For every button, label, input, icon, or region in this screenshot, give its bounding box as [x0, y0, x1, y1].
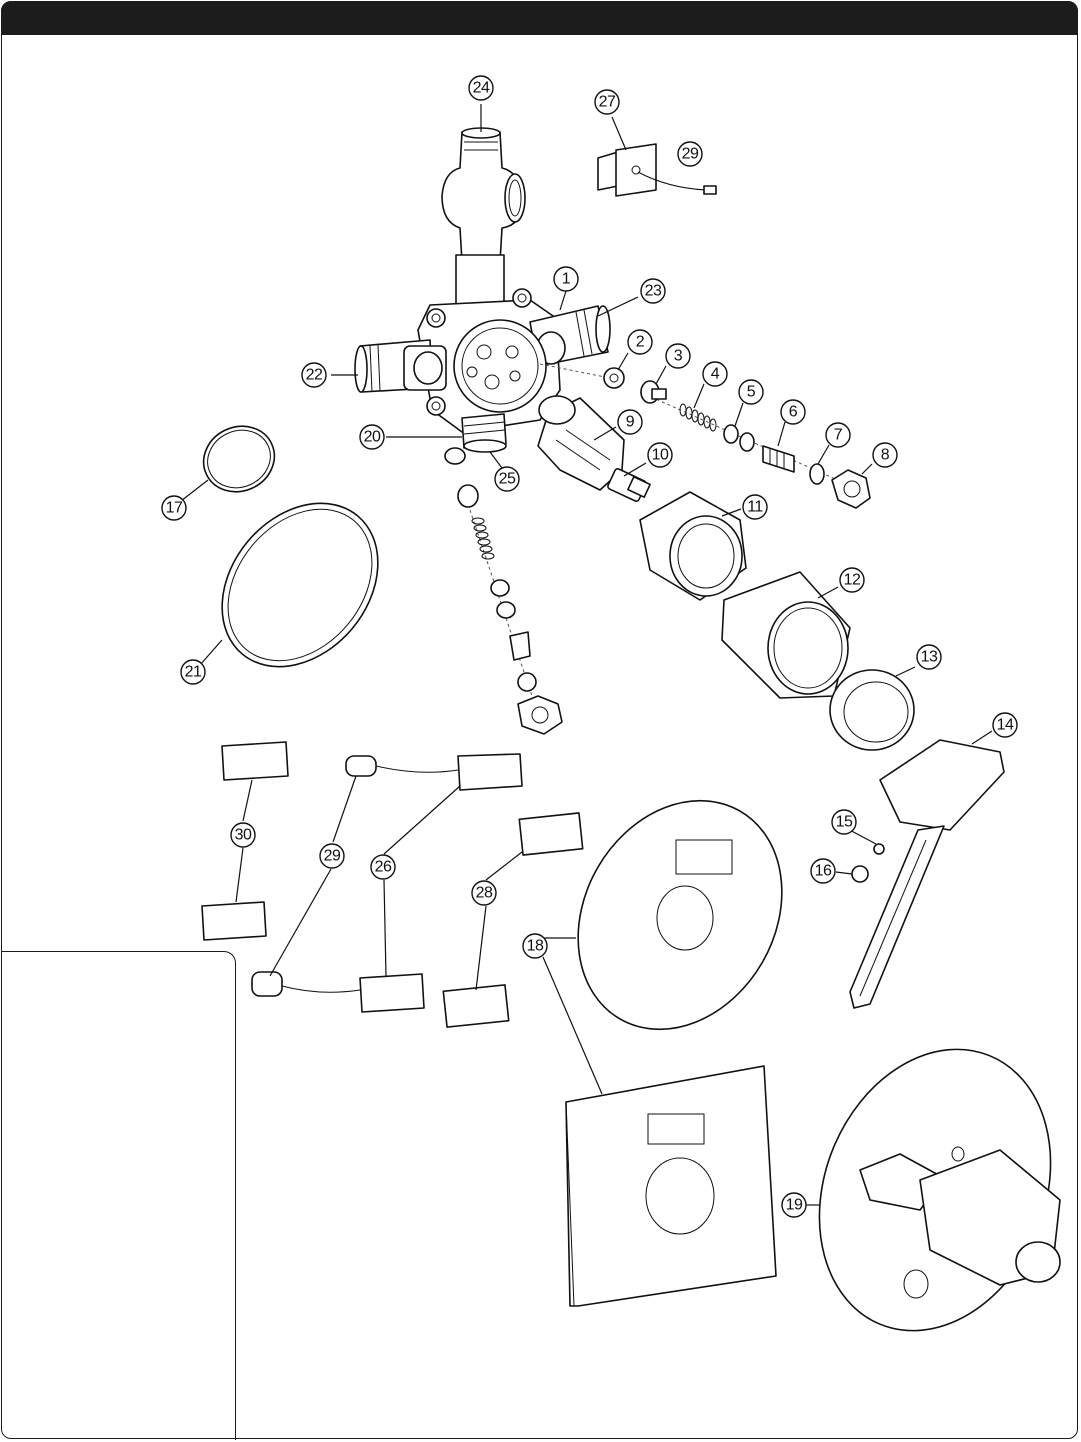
sensor-top [597, 143, 717, 197]
callout-17: 17 [161, 495, 187, 521]
svg-text:7: 7 [834, 427, 843, 444]
callout-9: 9 [617, 409, 643, 435]
callout-11: 11 [742, 494, 768, 520]
callout-21: 21 [180, 659, 206, 685]
callout-19: 19 [781, 1192, 807, 1218]
callout-1: 1 [553, 266, 579, 292]
svg-text:8: 8 [881, 447, 890, 464]
lower-stack [444, 447, 563, 735]
svg-text:12: 12 [844, 572, 861, 589]
callout-16: 16 [810, 858, 836, 884]
svg-text:4: 4 [711, 366, 720, 383]
svg-text:22: 22 [306, 367, 323, 384]
svg-text:21: 21 [185, 664, 202, 681]
cartridge-body [537, 395, 651, 502]
svg-text:26: 26 [375, 859, 392, 876]
svg-text:29: 29 [324, 848, 341, 865]
callout-4: 4 [702, 361, 728, 387]
callout-6: 6 [780, 399, 806, 425]
svg-text:16: 16 [815, 863, 832, 880]
svg-text:30: 30 [235, 827, 252, 844]
callout-13: 13 [916, 644, 942, 670]
svg-text:5: 5 [747, 384, 756, 401]
svg-text:25: 25 [499, 471, 516, 488]
callout-30: 30 [230, 822, 256, 848]
callout-27: 27 [594, 89, 620, 115]
svg-text:13: 13 [921, 649, 938, 666]
callout-5: 5 [738, 379, 764, 405]
svg-text:20: 20 [364, 429, 381, 446]
svg-text:2: 2 [636, 334, 645, 351]
valve-body [354, 127, 611, 453]
o-ring-small [202, 425, 276, 493]
svg-text:6: 6 [789, 404, 798, 421]
callout-14: 14 [992, 712, 1018, 738]
callout-8: 8 [872, 442, 898, 468]
callout-15: 15 [831, 809, 857, 835]
plate-upper [518, 812, 584, 856]
callout-20: 20 [359, 424, 385, 450]
callout-22: 22 [301, 362, 327, 388]
svg-text:28: 28 [476, 885, 493, 902]
svg-text:14: 14 [997, 717, 1014, 734]
callout-3: 3 [665, 343, 691, 369]
leader-lines [180, 104, 993, 1206]
svg-text:1: 1 [562, 271, 571, 288]
svg-text:9: 9 [626, 414, 635, 431]
svg-text:11: 11 [747, 499, 763, 516]
callout-24: 24 [468, 75, 494, 101]
callout-25: 25 [494, 466, 520, 492]
callout-10: 10 [647, 442, 673, 468]
callout-2: 2 [627, 329, 653, 355]
svg-text:29: 29 [682, 146, 699, 163]
svg-text:19: 19 [786, 1197, 803, 1214]
side-panel [1, 951, 236, 1440]
callout-12: 12 [839, 567, 865, 593]
callout-29-lower: 29 [319, 843, 345, 869]
plate-lower [442, 984, 510, 1028]
trim-with-handle [818, 1048, 1061, 1332]
svg-text:15: 15 [836, 814, 853, 831]
callout-29-top: 29 [677, 141, 703, 167]
spring [679, 403, 717, 432]
cartridge-stack [539, 363, 871, 509]
callout-28: 28 [471, 880, 497, 906]
o-ring-large [221, 502, 379, 668]
sensor-cables [251, 753, 523, 1013]
svg-text:17: 17 [166, 500, 183, 517]
svg-text:23: 23 [645, 283, 662, 300]
svg-text:27: 27 [599, 94, 616, 111]
header-bar [1, 1, 1078, 35]
sleeves [639, 491, 915, 751]
callout-18: 18 [522, 933, 548, 959]
svg-text:24: 24 [473, 80, 490, 97]
svg-text:10: 10 [652, 447, 669, 464]
handle [849, 739, 1005, 1009]
svg-text:3: 3 [674, 348, 683, 365]
callout-bubbles: 1 2 3 4 5 6 7 8 9 10 11 12 13 14 15 16 1… [161, 75, 1018, 1218]
svg-text:18: 18 [527, 938, 544, 955]
callout-23: 23 [640, 278, 666, 304]
callout-7: 7 [825, 422, 851, 448]
block-upper [221, 741, 289, 781]
callout-26: 26 [370, 854, 396, 880]
block-lower [201, 901, 267, 941]
trim-plates [565, 799, 783, 1307]
